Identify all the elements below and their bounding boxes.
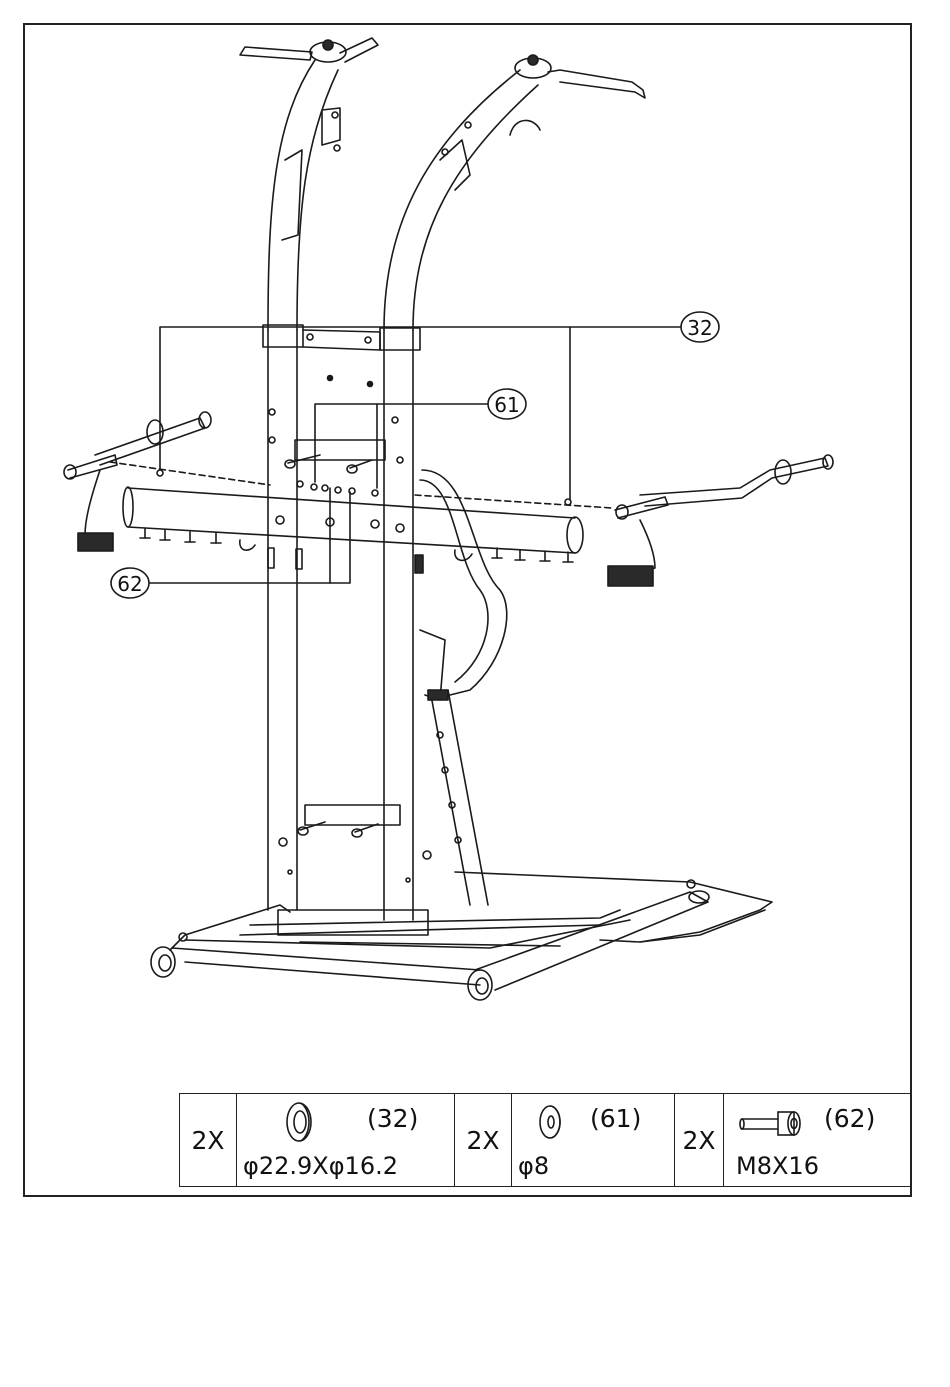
part-62-spec: M8X16: [736, 1152, 819, 1180]
back-pad-assembly: [420, 470, 507, 905]
upper-crossbar: [263, 325, 420, 387]
part-61-spec: φ8: [518, 1152, 549, 1180]
part-61-ref: (61): [590, 1104, 641, 1133]
right-dip-handle: [565, 455, 833, 586]
part-61-cell: (61) φ8: [512, 1094, 675, 1186]
floor-plate: [455, 872, 772, 942]
part-32-spec: φ22.9Xφ16.2: [243, 1152, 398, 1180]
leader-lines: [147, 327, 681, 583]
lower-pin-bracket: [278, 805, 431, 935]
part-62-qty: 2X: [675, 1094, 724, 1186]
horizontal-beam: [123, 409, 583, 573]
hex-socket-bolt-icon: [738, 1108, 804, 1138]
callout-62-label: 62: [117, 572, 142, 596]
part-62-ref: (62): [824, 1104, 875, 1133]
small-washer-icon: [536, 1102, 566, 1142]
part-32-cell: (32) φ22.9Xφ16.2: [237, 1094, 455, 1186]
part-32-ref: (32): [367, 1104, 418, 1133]
callout-32-label: 32: [687, 316, 712, 340]
assembly-drawing: 32 61 62: [0, 0, 950, 1090]
assembly-lines: [110, 462, 612, 508]
callout-61-label: 61: [494, 393, 519, 417]
part-62-cell: (62) M8X16: [724, 1094, 910, 1186]
large-washer-icon: [282, 1100, 316, 1144]
callout-61: 61: [488, 389, 526, 419]
base-frame: [151, 880, 709, 1000]
hardware-parts-table: 2X (32) φ22.9Xφ16.2 2X (61) φ8 2X (62) M…: [179, 1093, 911, 1187]
left-upright: [240, 38, 378, 910]
middle-pin-bracket: [285, 440, 385, 496]
right-upright: [384, 55, 645, 920]
part-61-qty: 2X: [455, 1094, 512, 1186]
callout-32: 32: [681, 312, 719, 342]
callout-62: 62: [111, 568, 149, 598]
part-32-qty: 2X: [180, 1094, 237, 1186]
